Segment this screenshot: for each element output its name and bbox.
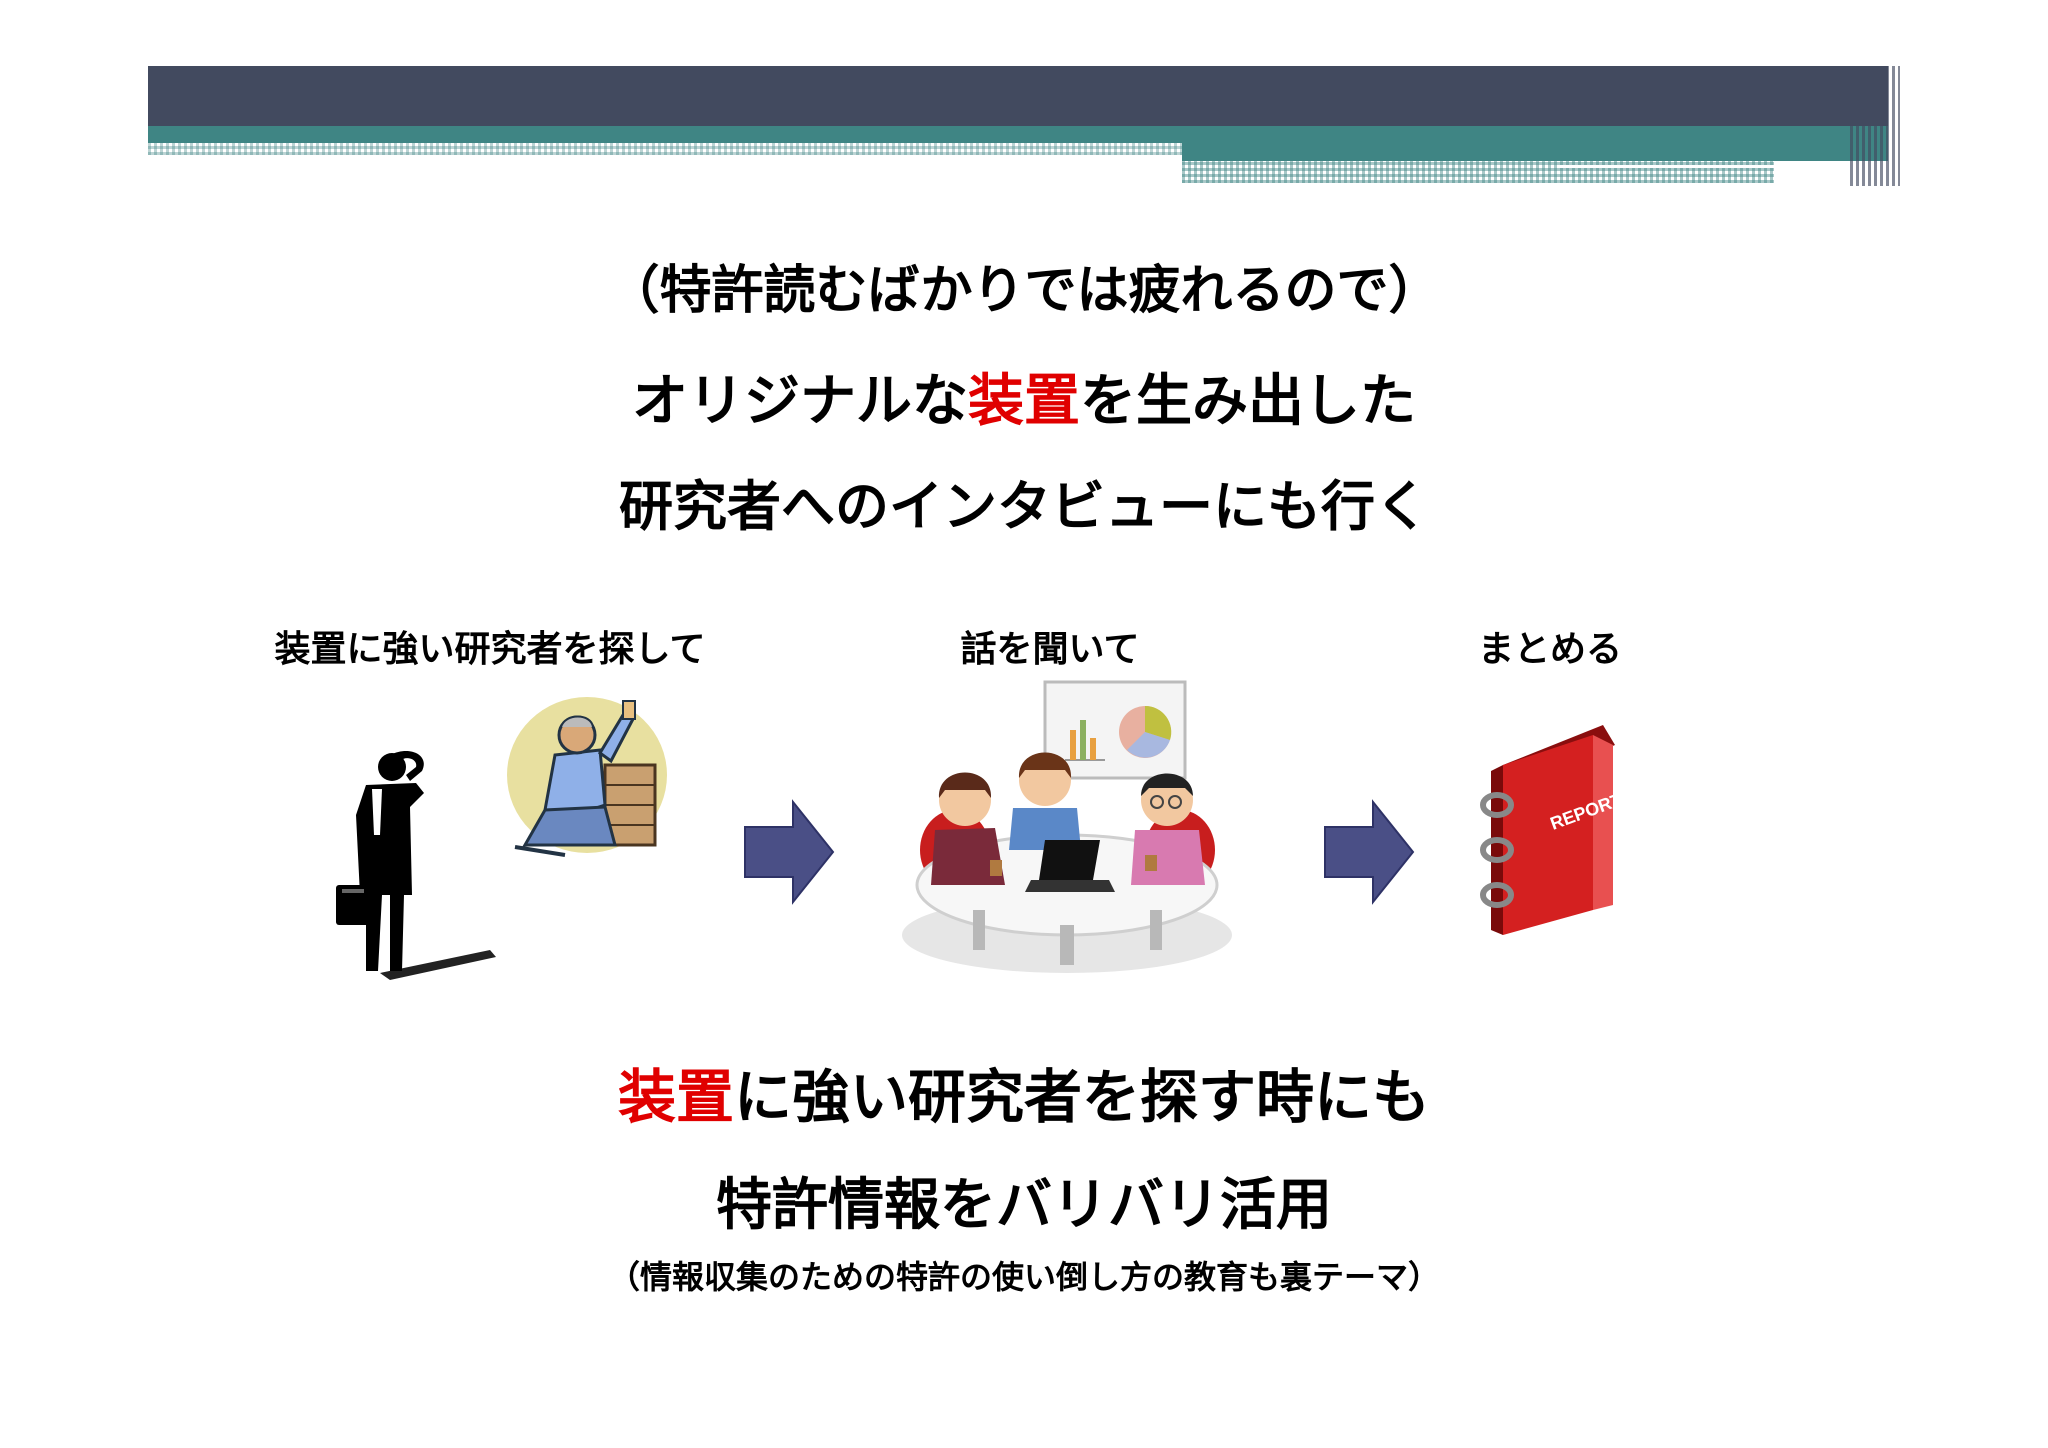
step-label-listen: 話を聞いて [960,629,1140,670]
step-label-search: 装置に強い研究者を探して [274,629,706,670]
bottom-line-2: 特許情報をバリバリ活用 [716,1173,1332,1238]
headline-line-1: （特許読むばかりでは疲れるので） [607,261,1441,321]
header-bar-teal-right [1182,143,1888,161]
researcher-with-device-icon [507,697,667,857]
headline-line-2-text: オリジナルな [632,369,968,434]
bottom-line-1: 装置に強い研究者を探す時にも [0,1050,2048,1134]
header-bar-dark [148,66,1888,126]
meeting-discussion-icon [902,680,1232,973]
headline-highlight-device: 装置 [968,369,1080,434]
headline-line-2: オリジナルな装置を生み出した [0,356,2048,437]
bottom-line-1-text: に強い研究者を探す時にも [734,1063,1431,1131]
header-right-stripes [1850,66,1900,186]
header-bar-teal [148,126,1888,143]
header-pixel-pattern [148,143,1182,155]
headline-line-3: 研究者へのインタビューにも行く [619,475,1429,538]
report-binder-icon: REPORT [1480,725,1625,935]
right-arrow-icon [1324,799,1415,905]
right-arrow-icon [744,799,835,905]
bottom-note: （情報収集のための特許の使い倒し方の教育も裏テーマ） [607,1258,1440,1296]
businessman-silhouette-icon [336,750,496,980]
bottom-highlight-device: 装置 [617,1063,734,1131]
step-label-summarize: まとめる [1477,629,1622,670]
headline-line-2-text-end: を生み出した [1080,369,1416,434]
header-accent-line [1560,165,1774,168]
